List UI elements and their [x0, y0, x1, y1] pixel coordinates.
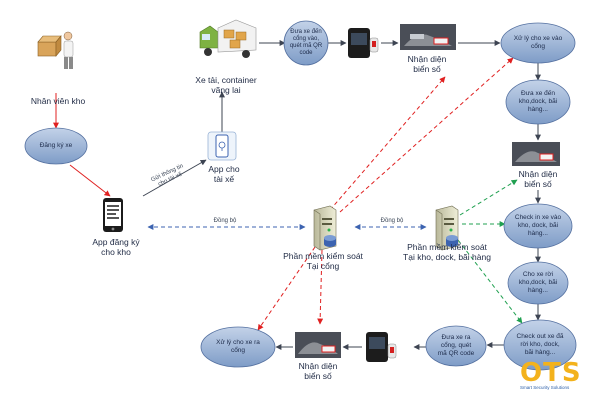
label-driver-app: App cho tài xế: [208, 164, 240, 184]
label-warehouse-app: App đăng ký cho kho: [92, 237, 140, 257]
plate-camera-icon: [400, 24, 456, 50]
green-link-checkout: [457, 239, 523, 324]
worker-icon: [37, 31, 74, 69]
arrow-register-to-app: [69, 164, 111, 197]
oval-gate-out-qr: [425, 325, 487, 367]
truck-icon: [199, 19, 257, 58]
oval-checkin: [503, 203, 573, 249]
label-plate-bottom: Nhận diện biển số: [298, 361, 338, 381]
logo-icon: OTS: [520, 358, 582, 388]
label-sync-right: Đồng bộ: [380, 218, 404, 224]
label-sync-left: Đồng bộ: [213, 218, 237, 224]
label-gate-in-qr: Đưa xe đến cổng vào, quét mã QR code: [289, 28, 323, 57]
oval-gate-in-qr: [283, 20, 329, 66]
red-link-plate-bottom: [317, 249, 324, 325]
oval-to-dock: [505, 79, 571, 125]
arrow-send-info: [142, 159, 207, 197]
qr-scanner-icon-bottom: [366, 332, 397, 362]
label-register-vehicle: Đăng ký xe: [39, 142, 73, 150]
label-trucks: Xe tải, container vãng lai: [195, 75, 257, 95]
red-link-plate-top: [329, 76, 446, 211]
plate-camera-icon-bottom: [295, 332, 341, 358]
label-warehouse-software: Phần mềm kiểm soát Tại kho, dock, bãi hà…: [403, 242, 491, 262]
red-link-process-out: [257, 246, 316, 331]
brand-tagline: Smart Security Solutions: [520, 385, 570, 390]
flow-arrows: [142, 40, 541, 350]
oval-register-vehicle: [24, 127, 88, 165]
smartphone-icon: [103, 198, 123, 232]
label-checkout: Check out xe đã rời kho, dock, bãi hàng.…: [516, 333, 564, 356]
driver-app-icon: [207, 131, 237, 161]
label-process-gate-out: Xử lý cho xe ra cổng: [216, 339, 260, 354]
red-link-process-in: [339, 57, 514, 213]
label-leave: Cho xe rời kho,dock, bãi hàng...: [518, 271, 558, 294]
label-gate-software: Phần mềm kiểm soát Tại cổng: [283, 251, 363, 271]
qr-scanner-icon: [348, 28, 379, 58]
server-icon: [313, 205, 337, 251]
oval-process-gate-in: [500, 22, 576, 64]
label-plate-right: Nhận diện biển số: [518, 169, 558, 189]
oval-checkout: [503, 319, 577, 371]
oval-leave: [507, 261, 569, 305]
label-process-gate-in: Xử lý cho xe vào cổng: [513, 35, 563, 50]
label-plate-top: Nhận diện biển số: [407, 54, 447, 74]
brand-logo: OTS Smart Security Solutions: [520, 360, 598, 400]
label-to-dock: Đưa xe đến kho,dock, bãi hàng...: [518, 90, 558, 113]
plate-camera-icon-right: [512, 142, 560, 166]
label-warehouse-staff: Nhân viên kho: [30, 96, 86, 106]
server-icon-warehouse: [435, 205, 459, 251]
label-checkin: Check in xe vào kho, dock, bãi hàng...: [514, 214, 562, 237]
oval-process-gate-out: [200, 326, 276, 368]
label-gate-out-qr: Đưa xe ra cổng, quét mã QR code: [437, 334, 475, 357]
